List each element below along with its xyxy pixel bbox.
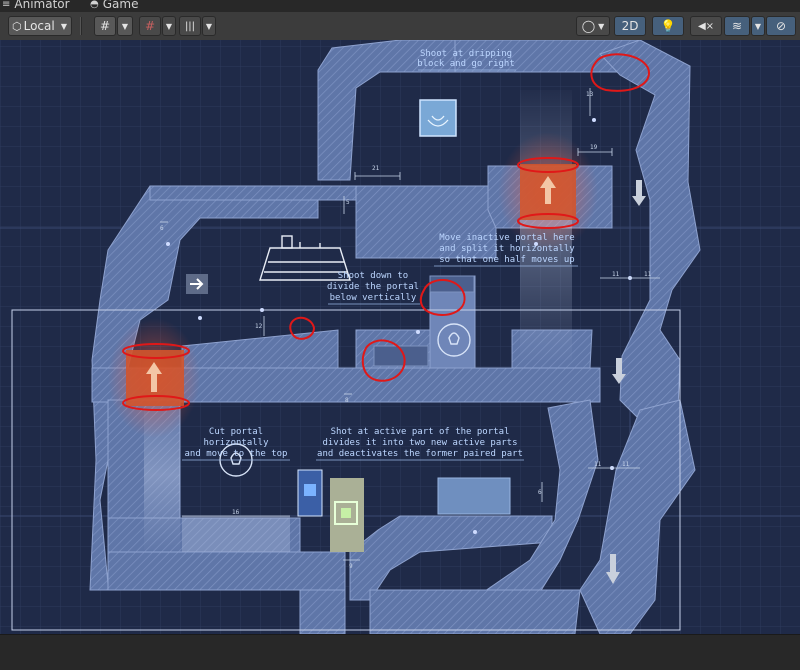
audio-mute-icon: ◀× bbox=[697, 20, 715, 32]
note-line: Shoot down to bbox=[338, 271, 408, 281]
checkpoint-icon-core bbox=[341, 508, 351, 518]
grid-snap-icon: # bbox=[99, 19, 111, 33]
checkpoint-icon bbox=[334, 501, 358, 525]
chevron-down-icon: ▼ bbox=[165, 21, 173, 31]
increment-snap-dropdown[interactable]: ▼ bbox=[162, 16, 176, 36]
dim-label: 21 bbox=[372, 165, 380, 172]
red-circle-markup bbox=[590, 53, 650, 92]
note-line: Shoot at dripping bbox=[420, 49, 512, 59]
dim-label: 11 bbox=[644, 271, 652, 278]
dim-label: 11 bbox=[594, 461, 602, 468]
dim-label: 11 bbox=[622, 461, 630, 468]
pivot-space-label: Local bbox=[23, 19, 55, 33]
tab-game[interactable]: ◓ Game bbox=[90, 0, 138, 11]
dim-label: 12 bbox=[255, 323, 263, 330]
mode-2d-label: 2D bbox=[621, 19, 639, 33]
terminal-screen bbox=[304, 484, 316, 496]
red-circle-markup bbox=[517, 213, 579, 229]
dim-label: 8 bbox=[345, 397, 349, 404]
dim-label: 19 bbox=[590, 144, 598, 151]
dim-label: 13 bbox=[586, 91, 594, 98]
red-circle-markup bbox=[122, 395, 190, 411]
lightbulb-icon: 💡 bbox=[660, 19, 676, 33]
chevron-down-icon: ▼ bbox=[205, 21, 213, 31]
audio-toggle[interactable]: ◀× bbox=[690, 16, 722, 36]
ruler-icon: ||| bbox=[184, 20, 196, 32]
red-circle-markup bbox=[517, 157, 579, 173]
red-circle-markup bbox=[361, 339, 406, 382]
scene-viewport[interactable]: 21 19 11 11 11 11 5 12 13 6 16 8 9 6 Sho… bbox=[0, 40, 800, 634]
draw-mode-dropdown[interactable]: ◯ ▼ bbox=[576, 16, 610, 36]
note-line: horizontally bbox=[203, 438, 269, 448]
measurement-lines bbox=[160, 88, 660, 561]
grid-snap-dropdown[interactable]: ▼ bbox=[117, 16, 133, 36]
fx-dropdown[interactable]: ▼ bbox=[751, 16, 765, 36]
tab-game-label: Game bbox=[102, 0, 139, 11]
dim-label: 6 bbox=[538, 489, 542, 496]
annotation-note: Shoot at dripping block and go right bbox=[417, 49, 516, 71]
toolbar-separator bbox=[80, 17, 82, 35]
note-line: block and go right bbox=[417, 59, 515, 69]
mode-2d-toggle[interactable]: 2D bbox=[614, 16, 646, 36]
note-line: so that one half moves up bbox=[439, 255, 574, 265]
gamepad-icon: ◓ bbox=[90, 0, 99, 10]
note-line: Cut portal bbox=[209, 427, 263, 437]
bottom-panel bbox=[0, 634, 800, 670]
drip-block[interactable] bbox=[419, 99, 457, 137]
grid-snap-button[interactable]: # bbox=[94, 16, 116, 36]
dim-label: 11 bbox=[612, 271, 620, 278]
red-circle-markup bbox=[289, 316, 316, 340]
menu-lines-icon: ≡ bbox=[2, 0, 11, 10]
cannon-icon bbox=[259, 235, 351, 281]
ruler-dropdown[interactable]: ▼ bbox=[202, 16, 216, 36]
draw-mode-icon: ◯ bbox=[581, 19, 596, 33]
up-arrow-icon bbox=[146, 362, 162, 392]
drip-icon bbox=[427, 115, 449, 127]
light-dots bbox=[166, 118, 632, 534]
chevron-down-icon: ▼ bbox=[60, 21, 67, 31]
note-line: Move inactive portal here bbox=[439, 233, 574, 243]
fx-toggle[interactable]: ≋ bbox=[724, 16, 750, 36]
lighting-toggle[interactable]: 💡 bbox=[652, 16, 684, 36]
annotation-note: Cut portal horizontally and move to the … bbox=[182, 427, 290, 461]
visibility-icon: ⊘ bbox=[775, 19, 787, 33]
note-line: Shot at active part of the portal bbox=[331, 427, 510, 437]
note-line: and split it horizontally bbox=[439, 244, 575, 254]
note-line: below vertically bbox=[330, 293, 417, 303]
note-line: and move to the top bbox=[185, 449, 288, 459]
increment-snap-icon: # bbox=[144, 19, 156, 33]
up-arrow-icon bbox=[540, 176, 556, 204]
red-circle-markup bbox=[419, 279, 466, 316]
arrow-right-icon bbox=[190, 278, 204, 290]
red-markups bbox=[122, 53, 650, 411]
annotation-note: Move inactive portal here and split it h… bbox=[434, 233, 578, 267]
camera-bounds bbox=[11, 309, 681, 631]
note-line: and deactivates the former paired part bbox=[317, 449, 523, 459]
cube-icon: ⬡ bbox=[12, 19, 22, 33]
dim-label: 6 bbox=[160, 225, 164, 232]
dim-label: 5 bbox=[346, 199, 350, 206]
red-circle-markup bbox=[122, 343, 190, 359]
visibility-toggle[interactable]: ⊘ bbox=[766, 16, 796, 36]
annotation-note: Shoot down to divide the portal below ve… bbox=[327, 271, 420, 305]
pivot-space-dropdown[interactable]: ⬡ Local ▼ bbox=[8, 16, 72, 36]
down-arrow-icon bbox=[606, 180, 646, 584]
editor-tab-bar: ≡ Animator ◓ Game bbox=[0, 0, 800, 12]
tab-animator[interactable]: ≡ Animator bbox=[2, 0, 70, 11]
scene-toolbar: ⬡ Local ▼ # ▼ # ▼ ||| ▼ ◯ ▼ 2D 💡 ◀× ≋ ▼ … bbox=[0, 12, 800, 41]
tab-animator-label: Animator bbox=[14, 0, 70, 11]
fx-layers-icon: ≋ bbox=[731, 19, 743, 33]
light-beam bbox=[182, 516, 290, 552]
dim-label: 9 bbox=[349, 563, 353, 570]
note-line: divides it into two new active parts bbox=[322, 438, 517, 448]
annotation-note: Shot at active part of the portal divide… bbox=[316, 427, 524, 461]
increment-snap-button[interactable]: # bbox=[139, 16, 161, 36]
chevron-down-icon: ▼ bbox=[598, 21, 605, 31]
chevron-down-icon: ▼ bbox=[754, 21, 762, 31]
note-line: divide the portal bbox=[327, 282, 419, 292]
dim-label: 16 bbox=[232, 509, 240, 516]
ruler-button[interactable]: ||| bbox=[179, 16, 201, 36]
chevron-down-icon: ▼ bbox=[121, 21, 129, 31]
portal-slab bbox=[437, 477, 511, 515]
